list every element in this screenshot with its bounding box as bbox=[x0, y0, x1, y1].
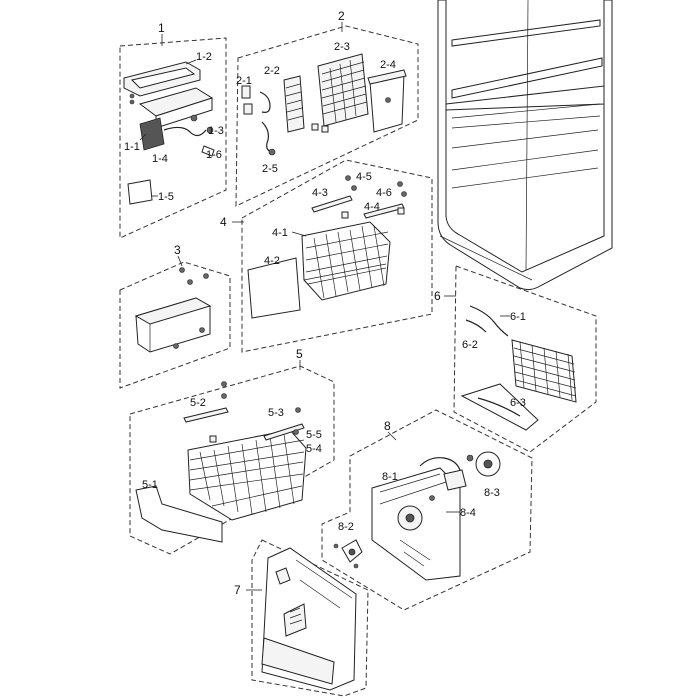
group-6-evaporator: 6 6-1 6-2 6-3 bbox=[434, 265, 597, 453]
label-group-1: 1 bbox=[158, 21, 165, 35]
group-7-evaporator-cover: 7 bbox=[234, 539, 369, 697]
label-group-8: 8 bbox=[384, 419, 391, 433]
label-group-3: 3 bbox=[174, 243, 181, 257]
label-8-2: 8-2 bbox=[338, 521, 354, 533]
label-1-2: 1-2 bbox=[196, 51, 212, 63]
label-1-5: 1-5 bbox=[158, 191, 174, 203]
label-4-6: 4-6 bbox=[376, 187, 392, 199]
label-6-3: 6-3 bbox=[510, 397, 526, 409]
label-5-5: 5-5 bbox=[306, 429, 322, 441]
label-5-3: 5-3 bbox=[268, 407, 284, 419]
label-6-1: 6-1 bbox=[510, 311, 526, 323]
label-8-4: 8-4 bbox=[460, 507, 476, 519]
group-4-boundary bbox=[241, 159, 433, 353]
group-3-door-bin: 3 bbox=[119, 243, 231, 389]
group-1-boundary bbox=[119, 37, 227, 239]
label-4-1: 4-1 bbox=[272, 227, 288, 239]
group-3-boundary bbox=[119, 261, 231, 389]
group-2-duct-assembly: 2 2-3 2-1 2-2 2-4 2-5 bbox=[235, 9, 419, 207]
label-8-1: 8-1 bbox=[382, 471, 398, 483]
label-group-5: 5 bbox=[296, 347, 303, 361]
refrigerator-cabinet bbox=[437, 0, 613, 291]
label-8-3: 8-3 bbox=[484, 487, 500, 499]
label-1-3: 1-3 bbox=[208, 125, 224, 137]
label-4-3: 4-3 bbox=[312, 187, 328, 199]
group-2-boundary bbox=[235, 25, 419, 207]
label-2-5: 2-5 bbox=[262, 163, 278, 175]
group-1-ice-maker: 1 1-2 1-1 1-4 1-3 1-6 1-5 bbox=[119, 21, 227, 239]
label-2-4: 2-4 bbox=[380, 59, 396, 71]
label-group-2: 2 bbox=[338, 9, 345, 23]
label-group-4: 4 bbox=[220, 215, 227, 229]
label-6-2: 6-2 bbox=[462, 339, 478, 351]
label-1-4: 1-4 bbox=[152, 153, 168, 165]
label-5-2: 5-2 bbox=[190, 397, 206, 409]
label-group-6: 6 bbox=[434, 289, 441, 303]
group-7-boundary bbox=[251, 539, 369, 697]
group-8-fan-assembly: 8 8-1 8-3 8-4 8-2 bbox=[321, 409, 533, 611]
label-1-1: 1-1 bbox=[124, 141, 140, 153]
group-5-lower-basket: 5 5-2 5-3 5-5 5-4 5-1 bbox=[129, 347, 335, 555]
label-2-1: 2-1 bbox=[236, 75, 252, 87]
label-5-4: 5-4 bbox=[306, 443, 322, 455]
label-2-2: 2-2 bbox=[264, 65, 280, 77]
label-4-4: 4-4 bbox=[364, 201, 380, 213]
label-2-3: 2-3 bbox=[334, 41, 350, 53]
label-group-7: 7 bbox=[234, 583, 241, 597]
group-4-upper-basket: 4 4-5 4-3 4-6 4-4 4-1 4-2 bbox=[220, 159, 433, 353]
label-4-2: 4-2 bbox=[264, 255, 280, 267]
label-4-5: 4-5 bbox=[356, 171, 372, 183]
label-5-1: 5-1 bbox=[142, 479, 158, 491]
group-6-boundary bbox=[453, 265, 597, 453]
label-1-6: 1-6 bbox=[206, 149, 222, 161]
